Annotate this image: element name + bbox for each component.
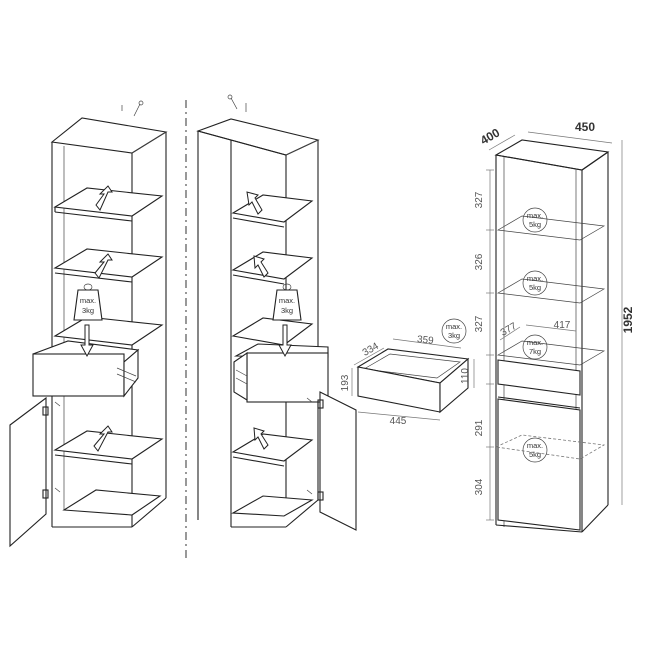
shelf <box>53 316 164 346</box>
weight-label-value: 3kg <box>82 306 94 315</box>
weight-label-value: 7kg <box>529 347 541 356</box>
weight-label-max: max. <box>80 296 96 305</box>
shelf <box>231 251 314 280</box>
drawer-height-label: 193 <box>340 374 351 391</box>
weight-label-value: 3kg <box>448 331 460 340</box>
weight-icon: max. 7kg <box>522 334 548 360</box>
up-arrow-icon <box>253 427 269 450</box>
weight-icon: max. 5kg <box>522 207 548 233</box>
compartment-height-label: 304 <box>474 478 485 495</box>
weight-label-max: max. <box>446 322 462 331</box>
up-arrow-icon <box>94 253 113 279</box>
shelf <box>231 317 314 346</box>
weight-icon: max. 3kg <box>441 318 467 344</box>
weight-icon: max. 3kg <box>73 283 103 321</box>
inner-width-label: 417 <box>554 320 571 331</box>
overall-height-label: 1952 <box>621 306 635 333</box>
drawer-detail: 334 359 193 445 max. 3kg <box>340 318 475 427</box>
weight-label-max: max. <box>527 211 543 220</box>
shelf <box>231 433 314 462</box>
weight-label-value: 5kg <box>529 450 541 459</box>
drawer-width-label: 445 <box>390 416 407 427</box>
left-door <box>9 396 61 548</box>
down-arrow-icon <box>80 324 94 358</box>
weight-label-max: max. <box>279 296 295 305</box>
weight-icon: max. 5kg <box>522 270 548 296</box>
weight-label-value: 3kg <box>281 306 293 315</box>
shelf <box>231 194 314 223</box>
left-cabinet: max. 3kg <box>9 100 168 548</box>
dimensioned-cabinet: 400 450 1952 327 326 327 110 291 304 377… <box>460 120 635 533</box>
weight-icon: max. 5kg <box>522 437 548 463</box>
down-arrow-icon <box>278 324 292 358</box>
weight-label-max: max. <box>527 441 543 450</box>
compartment-height-label: 327 <box>474 191 485 208</box>
right-door <box>306 391 357 531</box>
overall-width-label: 450 <box>575 120 595 134</box>
compartment-height-label: 110 <box>460 368 471 384</box>
shelf <box>53 187 164 217</box>
shelf <box>53 248 164 278</box>
up-arrow-icon <box>253 255 269 278</box>
weight-label-value: 5kg <box>529 283 541 292</box>
weight-label-value: 5kg <box>529 220 541 229</box>
shelf <box>53 430 164 460</box>
weight-label-max: max. <box>527 274 543 283</box>
screw-icon <box>227 94 247 112</box>
drawer-inner-width-label: 359 <box>416 334 434 347</box>
compartment-height-label: 327 <box>474 315 485 332</box>
compartment-height-label: 291 <box>474 419 485 436</box>
up-arrow-icon <box>95 185 113 211</box>
weight-icon: max. 3kg <box>272 283 302 321</box>
middle-cabinet: max. 3kg <box>196 94 357 531</box>
compartment-height-label: 326 <box>474 253 485 270</box>
up-arrow-icon <box>246 191 263 215</box>
screw-icon <box>121 100 144 117</box>
inner-depth-label: 377 <box>499 321 519 339</box>
up-arrow-icon <box>93 425 113 452</box>
weight-label-max: max. <box>527 338 543 347</box>
drawer <box>233 343 329 403</box>
